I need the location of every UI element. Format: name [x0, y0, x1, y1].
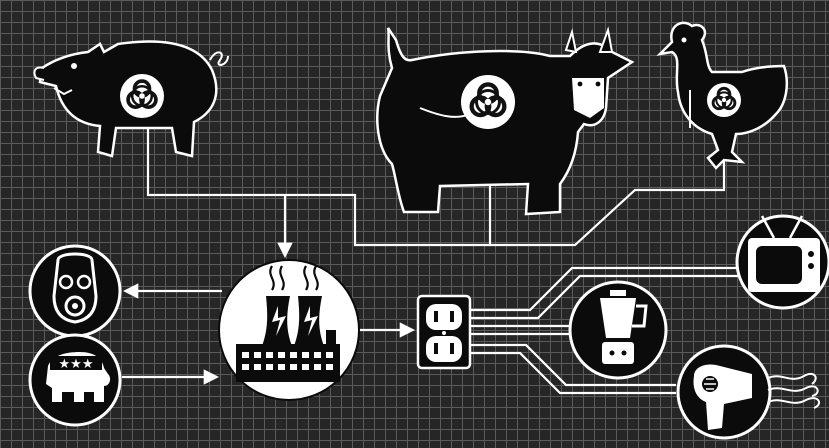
- power-plant-icon: [219, 260, 359, 400]
- blender-icon: [570, 282, 666, 378]
- republican-elephant-icon: ★★★: [30, 335, 120, 425]
- television-icon: [737, 216, 829, 308]
- electrical-outlet-icon: [418, 296, 470, 368]
- gas-mask-icon: [30, 246, 120, 336]
- svg-text:★★★: ★★★: [59, 357, 94, 372]
